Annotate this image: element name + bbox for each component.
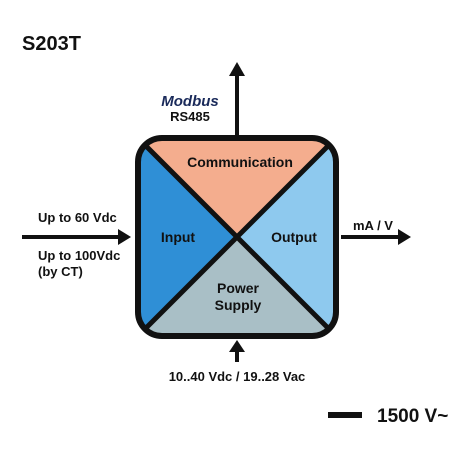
output-arrow-head (398, 229, 411, 245)
communication-section (138, 138, 336, 237)
function-block-border (135, 135, 339, 339)
power-supply-section (138, 237, 336, 336)
supply-label: Supply (215, 297, 262, 313)
output-label: Output (271, 229, 317, 245)
output-section (237, 138, 336, 336)
isolation-line-symbol (328, 412, 362, 418)
supply-arrow-head (229, 340, 245, 352)
input-section (138, 138, 237, 336)
communication-label: Communication (187, 154, 293, 170)
isolation-voltage-label: 1500 V~ (377, 406, 448, 427)
input-arrow-head (118, 229, 131, 245)
supply-voltage-label: 10..40 Vdc / 19..28 Vac (169, 369, 306, 384)
input-range-note: (by CT) (38, 264, 83, 279)
diagonal-2 (138, 138, 336, 336)
communication-arrow-head (229, 62, 245, 76)
power-label: Power (217, 280, 260, 296)
rs485-label: RS485 (170, 109, 210, 124)
modbus-logo: Modbus (161, 93, 219, 110)
input-label: Input (161, 229, 196, 245)
input-range-2: Up to 100Vdc (38, 248, 120, 263)
product-title: S203T (22, 33, 81, 55)
output-signal-label: mA / V (353, 218, 393, 233)
input-range-1: Up to 60 Vdc (38, 210, 117, 225)
function-block (138, 138, 336, 336)
